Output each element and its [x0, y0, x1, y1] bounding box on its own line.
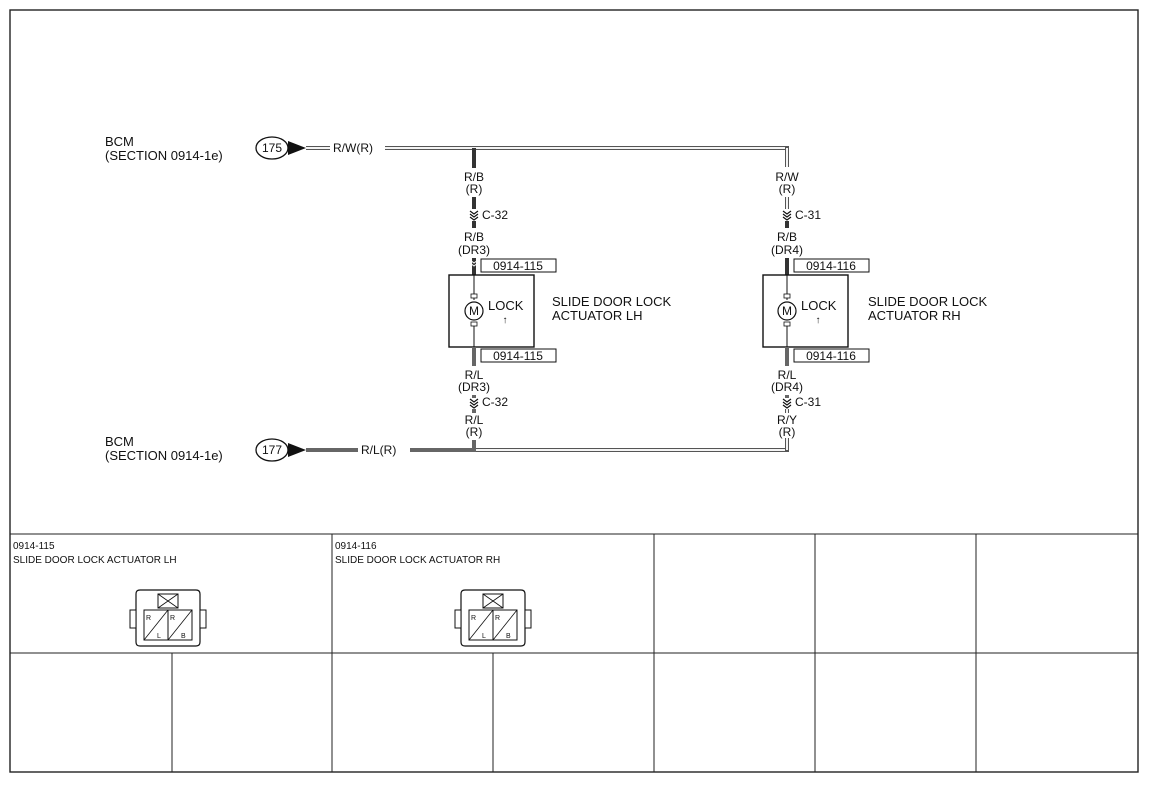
rh-motor-icon — [777, 301, 797, 321]
lh-bot-wire-2b: (R) — [466, 425, 483, 439]
rh-motor-brush — [783, 293, 791, 299]
bcm-bottom-pin: 177 — [262, 443, 282, 457]
rh-motor-brush — [783, 321, 791, 327]
lh-motor-icon — [464, 301, 484, 321]
conn-rh-code: 0914-116 — [335, 541, 377, 552]
lh-top-wire-2b: (DR3) — [458, 243, 490, 257]
lh-bot-tag-box — [480, 348, 557, 363]
lh-actuator-box — [448, 274, 535, 348]
lh-top-wire-1: R/B — [464, 170, 484, 184]
rh-motor-label: M — [782, 304, 792, 318]
rh-bot-wire-1b: (DR4) — [771, 380, 803, 394]
svg-text:B: B — [506, 633, 511, 640]
lh-motor-label: M — [469, 304, 479, 318]
svg-text:L: L — [157, 633, 161, 640]
lh-actuator-label-1: SLIDE DOOR LOCK — [552, 294, 672, 309]
lh-top-tag: 0914-115 — [493, 259, 543, 273]
rh-bot-wire-1: R/L — [778, 368, 797, 382]
conn-lh-face-icon: R L R B — [129, 589, 207, 647]
lh-top-wire-2: R/B — [464, 230, 484, 244]
lh-motor-brush — [470, 293, 478, 299]
bcm-bottom-arrow-icon — [288, 443, 306, 457]
rh-actuator-box — [762, 274, 849, 348]
rh-top-connector-icon — [782, 210, 792, 221]
bcm-top-arrow-icon — [288, 141, 306, 155]
rh-lock-arrow-icon: ↑ — [816, 315, 821, 326]
lh-bot-conn: C-32 — [482, 395, 508, 409]
rh-top-tag: 0914-116 — [806, 259, 856, 273]
rh-top-wire-1: R/W — [775, 170, 799, 184]
lh-top-connector-icon — [469, 210, 479, 221]
lh-motor-brush — [470, 321, 478, 327]
svg-text:R: R — [146, 615, 151, 622]
rh-top-tag-box — [793, 258, 870, 273]
svg-text:R: R — [170, 615, 175, 622]
bcm-top-pin: 175 — [262, 141, 282, 155]
bcm-top-name: BCM — [105, 134, 134, 149]
rh-actuator-label-2: ACTUATOR RH — [868, 308, 961, 323]
bcm-top-section: (SECTION 0914-1e) — [105, 148, 223, 163]
lh-lock-label: LOCK — [488, 298, 524, 313]
rh-top-wire-2: R/B — [777, 230, 797, 244]
conn-lh-code: 0914-115 — [13, 541, 55, 552]
bcm-bottom-name: BCM — [105, 434, 134, 449]
bcm-top-wire: R/W(R) — [333, 141, 373, 155]
rh-bot-connector-icon — [782, 398, 792, 409]
lh-actuator-label-2: ACTUATOR LH — [552, 308, 643, 323]
rh-top-conn: C-31 — [795, 208, 821, 222]
rh-bot-conn: C-31 — [795, 395, 821, 409]
conn-rh-face-icon: R L R B — [454, 589, 532, 647]
lh-lock-arrow-icon: ↑ — [503, 315, 508, 326]
bcm-bottom-section: (SECTION 0914-1e) — [105, 448, 223, 463]
diagram-frame — [9, 9, 1139, 773]
bcm-bottom-wire: R/L(R) — [361, 443, 396, 457]
conn-lh-name: SLIDE DOOR LOCK ACTUATOR LH — [13, 555, 177, 566]
rh-lock-label: LOCK — [801, 298, 837, 313]
lh-bot-wire-1b: (DR3) — [458, 380, 490, 394]
svg-text:R: R — [471, 615, 476, 622]
rh-bot-wire-2b: (R) — [779, 425, 796, 439]
lh-top-tag-box — [480, 258, 557, 273]
rh-bot-tag: 0914-116 — [806, 349, 856, 363]
svg-text:L: L — [482, 633, 486, 640]
lh-top-conn: C-32 — [482, 208, 508, 222]
lh-bot-wire-1: R/L — [465, 368, 484, 382]
rh-top-wire-2b: (DR4) — [771, 243, 803, 257]
rh-bot-tag-box — [793, 348, 870, 363]
conn-rh-name: SLIDE DOOR LOCK ACTUATOR RH — [335, 555, 500, 566]
rh-top-wire-1b: (R) — [779, 182, 796, 196]
rh-bot-wire-2: R/Y — [777, 413, 797, 427]
lh-bot-wire-2: R/L — [465, 413, 484, 427]
lh-bot-tag: 0914-115 — [493, 349, 543, 363]
lh-top-tag-connector-icon — [469, 259, 479, 267]
lh-top-wire-1b: (R) — [466, 182, 483, 196]
rh-actuator-label-1: SLIDE DOOR LOCK — [868, 294, 988, 309]
svg-text:B: B — [181, 633, 186, 640]
svg-text:R: R — [495, 615, 500, 622]
lh-bot-connector-icon — [469, 398, 479, 409]
